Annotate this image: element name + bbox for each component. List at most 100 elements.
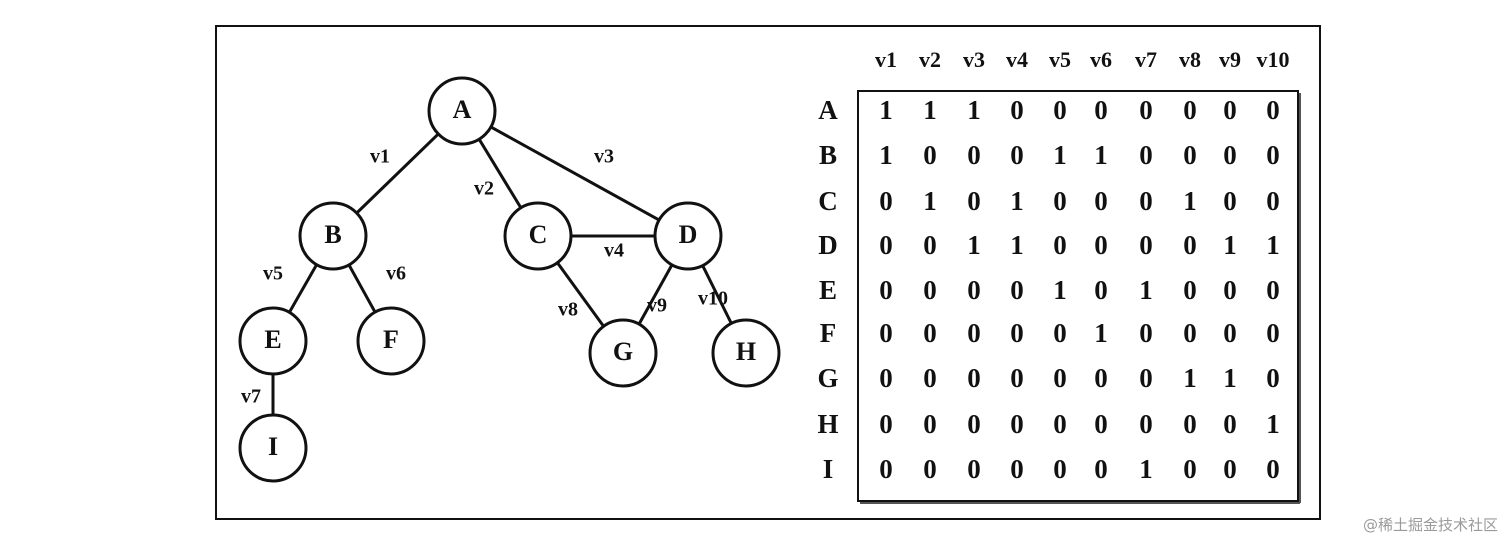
matrix-cell: 1	[1223, 230, 1237, 260]
matrix-cell: 1	[879, 140, 893, 170]
node-circle	[356, 306, 426, 376]
column-header-v3: v3	[963, 47, 985, 72]
edge-label-v6: v6	[386, 263, 406, 285]
matrix-cell: 1	[1094, 140, 1108, 170]
matrix-cell: 0	[1183, 318, 1197, 348]
matrix-cell: 0	[923, 454, 937, 484]
matrix-cell: 0	[1094, 409, 1108, 439]
node-circle	[653, 201, 723, 271]
matrix-cell: 0	[1223, 318, 1237, 348]
node-label: E	[264, 325, 281, 354]
edge-label-v10: v10	[698, 288, 728, 310]
node-circle	[427, 76, 497, 146]
matrix-cell: 0	[1053, 95, 1067, 125]
row-header-C: C	[818, 186, 838, 216]
column-header-v9: v9	[1219, 47, 1241, 72]
matrix-cell: 0	[923, 140, 937, 170]
matrix-cell: 0	[967, 275, 981, 305]
row-header-H: H	[817, 409, 838, 439]
node-label: G	[613, 337, 633, 366]
row-header-D: D	[818, 230, 838, 260]
matrix-cell: 0	[967, 186, 981, 216]
matrix-cell: 0	[1139, 318, 1153, 348]
matrix-cell: 1	[1223, 363, 1237, 393]
node-circle	[238, 306, 308, 376]
row-header-E: E	[819, 275, 837, 305]
row-header-I: I	[823, 454, 834, 484]
matrix-cell: 0	[1266, 318, 1280, 348]
node-E: E	[238, 306, 308, 376]
matrix-cell: 0	[1094, 95, 1108, 125]
node-label: C	[529, 220, 548, 249]
node-circle	[298, 201, 368, 271]
matrix-cell: 1	[1139, 454, 1153, 484]
matrix-cell: 0	[1223, 186, 1237, 216]
matrix-cell: 0	[1010, 454, 1024, 484]
matrix-cell: 0	[923, 318, 937, 348]
matrix-cell: 0	[1266, 454, 1280, 484]
edge-label-v1: v1	[370, 146, 390, 168]
matrix-cell: 0	[879, 275, 893, 305]
column-header-v1: v1	[875, 47, 897, 72]
edge-label-v9: v9	[647, 295, 667, 317]
node-label: F	[383, 325, 399, 354]
graph-nodes: AB C D E F G H I	[238, 76, 781, 483]
matrix-cell: 0	[1094, 275, 1108, 305]
matrix-cell: 0	[1223, 409, 1237, 439]
matrix-cell: 1	[1183, 363, 1197, 393]
matrix-cell: 0	[1139, 95, 1153, 125]
column-header-v5: v5	[1049, 47, 1071, 72]
matrix-cell: 0	[879, 318, 893, 348]
matrix-cell: 0	[879, 409, 893, 439]
matrix-cell: 0	[1183, 95, 1197, 125]
matrix-cell: 0	[923, 409, 937, 439]
matrix-cell: 0	[1053, 409, 1067, 439]
matrix-cell: 0	[1266, 95, 1280, 125]
matrix-cell: 0	[1223, 95, 1237, 125]
matrix-cell: 0	[1010, 275, 1024, 305]
edge-label-v4: v4	[604, 240, 624, 262]
matrix-cell: 1	[923, 186, 937, 216]
matrix-cell: 0	[967, 454, 981, 484]
figure-frame	[215, 25, 1321, 520]
matrix-cell: 0	[879, 186, 893, 216]
matrix-cell: 0	[1010, 140, 1024, 170]
matrix-cell: 0	[923, 275, 937, 305]
matrix-cell: 0	[1053, 186, 1067, 216]
node-H: H	[711, 318, 781, 388]
matrix-cell: 0	[923, 230, 937, 260]
matrix-cell: 0	[1183, 409, 1197, 439]
edge-label-v3: v3	[594, 146, 614, 168]
node-B: B	[298, 201, 368, 271]
matrix-cell: 0	[1139, 363, 1153, 393]
matrix-cell: 0	[1139, 186, 1153, 216]
edge-label-v5: v5	[263, 263, 283, 285]
matrix-cell: 0	[879, 454, 893, 484]
node-label: I	[268, 432, 278, 461]
matrix-cell: 0	[967, 363, 981, 393]
matrix-cell: 1	[923, 95, 937, 125]
matrix-cell: 0	[1139, 140, 1153, 170]
matrix-cell: 0	[1094, 454, 1108, 484]
node-label: D	[679, 220, 698, 249]
matrix-cell: 0	[879, 363, 893, 393]
matrix-cell: 0	[1053, 454, 1067, 484]
row-header-G: G	[817, 363, 838, 393]
node-label: H	[736, 337, 756, 366]
matrix-cell: 0	[1183, 230, 1197, 260]
matrix-cell: 0	[1139, 409, 1153, 439]
row-header-B: B	[819, 140, 837, 170]
node-circle	[588, 318, 658, 388]
matrix-cell: 0	[1053, 318, 1067, 348]
node-A: A	[427, 76, 497, 146]
row-header-F: F	[820, 318, 837, 348]
matrix-cell: 0	[1266, 363, 1280, 393]
row-header-A: A	[818, 95, 838, 125]
matrix-cell: 0	[1183, 275, 1197, 305]
matrix-cell: 0	[1094, 230, 1108, 260]
matrix-cell: 1	[1010, 186, 1024, 216]
matrix-cell: 0	[1053, 363, 1067, 393]
column-header-v10: v10	[1257, 47, 1290, 72]
